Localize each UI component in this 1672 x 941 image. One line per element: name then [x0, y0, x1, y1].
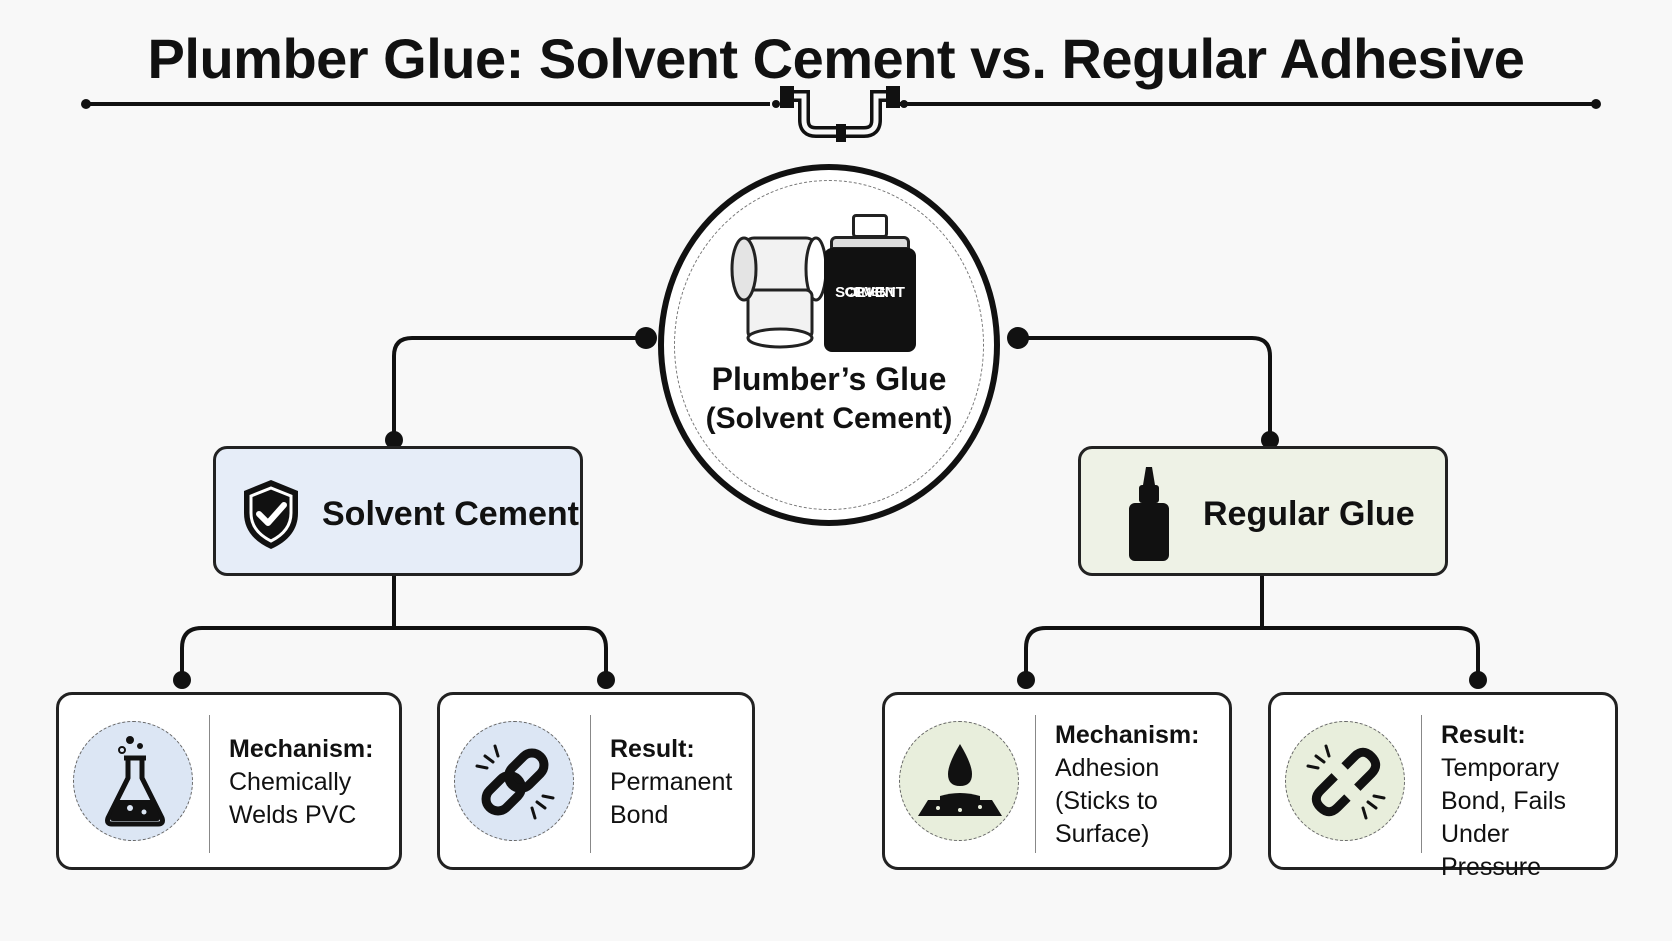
broken-chain-icon	[1306, 744, 1386, 820]
leaf-glue-mechanism: Mechanism: Adhesion (Sticks to Surface)	[882, 692, 1232, 870]
category-solvent-cement: Solvent Cement	[213, 446, 583, 576]
category-label: Regular Glue	[1203, 495, 1415, 533]
hub-label-line2: (Solvent Cement)	[705, 402, 953, 435]
pipe-fitting-icon	[780, 86, 900, 142]
glue-bottle-icon	[1129, 467, 1169, 561]
leaf-glue-result: Result: Temporary Bond, Fails Under Pres…	[1268, 692, 1618, 881]
leaf-head: Result:	[1441, 721, 1526, 749]
page-title: Plumber Glue: Solvent Cement vs. Regular…	[147, 27, 1525, 90]
shield-check-icon	[244, 480, 298, 549]
leaf-head: Mechanism:	[1055, 721, 1200, 749]
leaf-solvent-mechanism: Mechanism: Chemically Welds PVC	[56, 692, 402, 870]
leaf-solvent-result: Result: Permanent Bond	[437, 692, 755, 870]
droplet-surface-icon	[918, 744, 1002, 816]
solvent-can-icon: PVC SOLVENT CEMENT	[824, 214, 916, 358]
chain-link-icon	[475, 744, 555, 820]
hub-label-line1: Plumber’s Glue	[711, 361, 947, 397]
flask-icon	[105, 736, 165, 827]
category-regular-glue: Regular Glue	[1078, 446, 1448, 576]
leaf-head: Result:	[610, 735, 695, 763]
leaf-head: Mechanism:	[229, 735, 374, 763]
category-label: Solvent Cement	[322, 495, 579, 533]
hub-circle: PVC SOLVENT CEMENT Plumber’s Glue (Solve…	[658, 164, 1000, 526]
